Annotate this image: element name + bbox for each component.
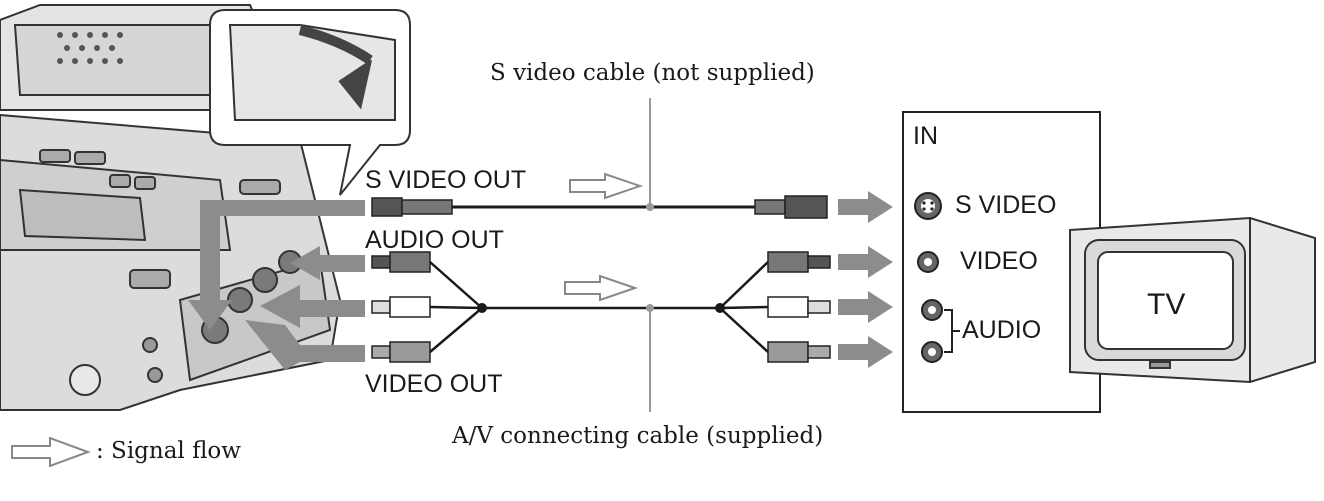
tv-video-label: VIDEO (960, 247, 1038, 275)
legend-signal-flow-label: : Signal flow (96, 438, 241, 464)
s-video-plug-left (371, 197, 453, 217)
audio-bracket (944, 309, 960, 353)
audio-jack-icon-top (921, 299, 943, 321)
s-video-cable-label: S video cable (not supplied) (490, 60, 815, 86)
av-plugs-right (767, 251, 831, 363)
tv-in-label: IN (913, 122, 938, 150)
s-video-cable-leader-dot (646, 203, 654, 211)
tv-illustration (1069, 216, 1316, 384)
video-jack-icon (917, 251, 939, 273)
tv-audio-label: AUDIO (962, 316, 1042, 344)
av-plugs-left (371, 251, 431, 363)
s-video-out-label: S VIDEO OUT (365, 166, 527, 194)
av-cable-leader-dot (646, 304, 654, 312)
legend-arrow-icon (11, 436, 91, 468)
jack-arrows (188, 200, 365, 370)
av-cable-lines (429, 261, 769, 353)
s-video-plug-right (754, 195, 828, 219)
tv-input-arrows (838, 191, 893, 368)
av-cable-label: A/V connecting cable (supplied) (452, 423, 824, 449)
av-cable-junction-right (715, 303, 725, 313)
camcorder-illustration (0, 4, 342, 411)
av-cable-junction-left (477, 303, 487, 313)
tv-s-video-label: S VIDEO (955, 191, 1057, 219)
audio-jack-icon-bottom (921, 341, 943, 363)
jack-cover-callout (209, 9, 411, 196)
video-out-label: VIDEO OUT (365, 370, 503, 398)
s-video-jack-icon (914, 192, 942, 220)
signal-flow-arrows (564, 172, 644, 302)
tv-label: TV (1147, 288, 1186, 321)
audio-out-label: AUDIO OUT (365, 226, 504, 254)
speaker-grille (57, 32, 123, 64)
